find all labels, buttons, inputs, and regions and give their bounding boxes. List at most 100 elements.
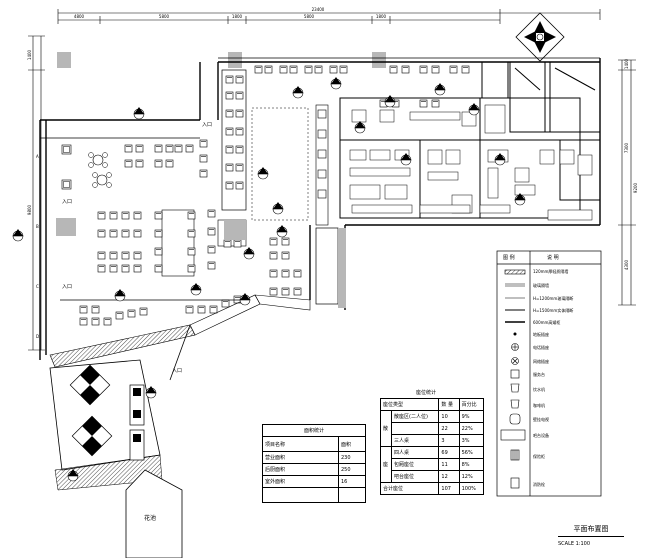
dim-right-2: 7300 (624, 142, 629, 153)
legend-text-13: 吧台设备 (533, 433, 549, 438)
drawing-title: 平面布置图 (558, 524, 624, 537)
seat-pct: 8% (458, 458, 485, 471)
seat-pct: 100% (458, 482, 485, 495)
kitchen-equipment (349, 104, 593, 221)
legend-text-3: H=1200mm玻璃隔断 (533, 296, 574, 301)
legend-text-5: 600mm高矮柜 (533, 320, 561, 325)
angled-facade (49, 294, 311, 381)
dim-seg-5: 1800 (376, 14, 387, 19)
seat-type: 吧台座位 (390, 470, 440, 483)
legend-header-desc: 说 明 (547, 255, 559, 261)
table-row: 包厢座位 11 8% (381, 458, 485, 471)
side-planter (315, 227, 339, 305)
table-row: 座 四人桌 69 56% (380, 446, 485, 483)
dining-partitions (56, 218, 246, 301)
title-block: 平面布置图 SCALE 1:100 (558, 524, 624, 547)
entrance-label-1: 入口 (62, 199, 72, 205)
legend-text-6: 地板插座 (533, 332, 549, 337)
seat-header-count: 数 量 (438, 398, 460, 411)
legend-panel: 图 例 说 明 120mm厚轻质隔墙 玻璃隔墙 H=1200mm玻璃隔断 H=1… (497, 251, 601, 496)
dim-total: 23400 (312, 7, 325, 12)
seat-statistics-table: 座位类型 数 量 百分比 散 散座区(二人位) 10 9% 22 22% 三人桌… (379, 398, 485, 495)
seat-pct: 9% (458, 410, 485, 423)
seat-side-label: 座 (380, 446, 392, 483)
seat-table-header: 座位类型 数 量 百分比 (379, 398, 485, 411)
legend-text-9: 服务台 (533, 372, 545, 377)
top-dimension-line (57, 9, 601, 24)
dashed-zone (251, 107, 309, 221)
dining-seating (61, 139, 302, 326)
legend-text-1: 120mm厚轻质隔墙 (533, 269, 569, 274)
legend-header-icon: 图 例 (503, 255, 515, 261)
seat-pct: 22% (458, 422, 485, 435)
service-counter (315, 104, 329, 226)
table-row: 营业面积 230 (262, 451, 366, 464)
dim-right-4: 4300 (624, 259, 629, 270)
seat-type: 四人桌 (390, 446, 440, 459)
axis-mark-d: D (36, 334, 39, 339)
dim-right-1: 1400 (624, 58, 629, 69)
table-row (262, 487, 366, 503)
legend-text-11: 咖啡机 (533, 403, 545, 408)
legend-text-10: 饮水机 (533, 387, 545, 392)
seat-count: 107 (438, 482, 460, 495)
area-name: 后厨面积 (262, 463, 339, 476)
area-header-value: 面积 (338, 436, 366, 452)
upper-bar-seating (221, 65, 470, 211)
seat-table-title: 座位统计 (416, 390, 437, 396)
seat-pct: 12% (458, 470, 485, 483)
area-name (262, 487, 339, 503)
seat-type: 散座区(二人位) (390, 410, 440, 423)
legend-text-8: 网络插座 (533, 359, 549, 364)
area-name: 营业面积 (262, 451, 339, 464)
area-value: 250 (338, 463, 366, 476)
table-row: 后厨面积 250 (262, 463, 366, 476)
area-value (338, 487, 366, 503)
area-table-title: 面积统计 (262, 424, 366, 437)
left-dimension-line (28, 35, 45, 351)
area-name: 室外面积 (262, 475, 339, 488)
seat-type: 三人桌 (390, 434, 440, 447)
legend-text-14: 保险柜 (533, 454, 545, 459)
dim-right-3: 9200 (633, 182, 638, 193)
table-row: 22 22% (381, 422, 485, 435)
seat-count: 22 (438, 422, 460, 435)
dim-seg-1: 4800 (74, 14, 85, 19)
legend-text-4: H=1500mm实体隔断 (533, 308, 574, 313)
garden-bed (125, 469, 183, 558)
seat-header-pct: 百分比 (458, 398, 485, 411)
table-row: 散 散座区(二人位) 10 9% (380, 410, 485, 447)
right-dimension-line (618, 59, 636, 306)
dim-seg-3: 1800 (232, 14, 243, 19)
legend-icons (500, 269, 526, 489)
area-value: 16 (338, 475, 366, 488)
axis-mark-c: C (36, 284, 39, 289)
seat-pct: 56% (458, 446, 485, 459)
area-statistics-table: 面积统计 项目名称 面积 营业面积 230 后厨面积 250 室外面积 16 (262, 424, 366, 503)
table-row: 三人桌 3 3% (381, 434, 485, 447)
axis-mark-b: B (36, 224, 39, 229)
table-row: 吧台座位 12 12% (381, 470, 485, 483)
dim-left-2: 9800 (27, 204, 32, 215)
dim-left-1: 1400 (27, 49, 32, 60)
seat-type: 合计座位 (379, 482, 440, 495)
seat-count: 69 (438, 446, 460, 459)
area-value: 230 (338, 451, 366, 464)
entrance-label-2: 入口 (62, 284, 72, 290)
legend-text-15: 消防栓 (533, 482, 545, 487)
dim-seg-2: 5800 (159, 14, 170, 19)
gray-column (338, 228, 346, 308)
table-row: 合计座位 107 100% (379, 482, 485, 495)
drawing-scale: SCALE 1:100 (558, 541, 591, 547)
area-table-header: 项目名称 面积 (262, 436, 366, 452)
seat-type: 包厢座位 (390, 458, 440, 471)
seat-count: 10 (438, 410, 460, 423)
dim-seg-4: 5800 (304, 14, 315, 19)
legend-text-2: 玻璃隔墙 (533, 283, 549, 288)
seat-side-label: 散 (380, 410, 392, 447)
seat-pct: 3% (458, 434, 485, 447)
table-row: 室外面积 16 (262, 475, 366, 488)
legend-text-12: 壁挂电视 (533, 417, 549, 422)
seat-type (390, 422, 440, 435)
